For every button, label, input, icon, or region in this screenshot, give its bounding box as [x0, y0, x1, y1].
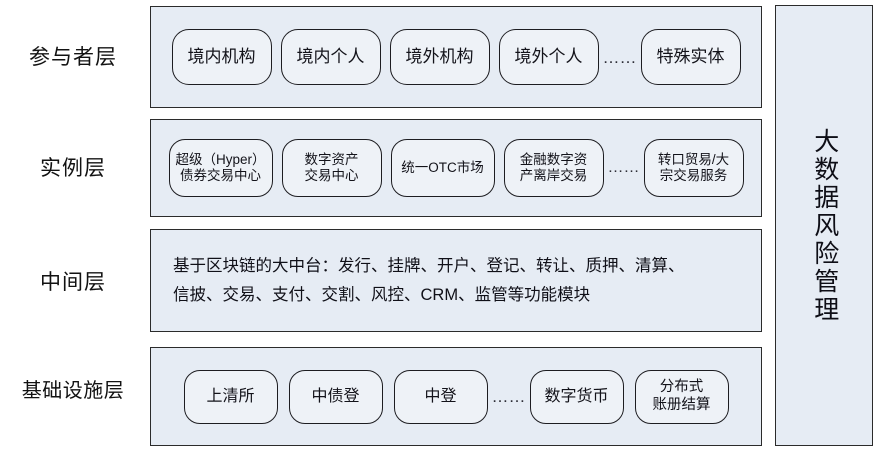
- entity-box-overseas-individual[interactable]: 境外个人: [498, 29, 599, 85]
- entity-box-digital-asset-trading-center[interactable]: 数字资产 交易中心: [281, 139, 382, 197]
- layer-panel-infrastructure: 上清所 中债登 中登 …… 数字货币 分布式 账册结算: [150, 347, 762, 446]
- ellipsis-icon: ……: [491, 387, 526, 406]
- layer-panel-middle: 基于区块链的大中台：发行、挂牌、开户、登记、转让、质押、清算、 信披、交易、支付…: [150, 229, 762, 332]
- layer-label-instance: 实例层: [40, 157, 106, 180]
- entity-box-chinabond-depository[interactable]: 中债登: [288, 369, 383, 424]
- instance-row: 超级（Hyper） 债券交易中心 数字资产 交易中心 统一OTC市场 金融数字资…: [151, 139, 761, 197]
- entity-box-distributed-ledger-settlement[interactable]: 分布式 账册结算: [634, 369, 729, 424]
- layer-label-infrastructure: 基础设施层: [21, 380, 125, 402]
- side-panel-big-data-risk-management: 大数据风险管理: [775, 5, 873, 446]
- entity-box-domestic-institution[interactable]: 境内机构: [171, 29, 272, 85]
- entity-box-overseas-institution[interactable]: 境外机构: [389, 29, 490, 85]
- ellipsis-icon: ……: [607, 159, 640, 176]
- entity-box-unified-otc-market[interactable]: 统一OTC市场: [390, 139, 495, 197]
- ellipsis-icon: ……: [602, 47, 637, 67]
- layer-label-participant: 参与者层: [29, 46, 117, 69]
- middle-layer-description: 基于区块链的大中台：发行、挂牌、开户、登记、转让、质押、清算、 信披、交易、支付…: [173, 256, 685, 304]
- entity-box-digital-currency[interactable]: 数字货币: [529, 369, 624, 424]
- infrastructure-row: 上清所 中债登 中登 …… 数字货币 分布式 账册结算: [151, 369, 761, 424]
- side-panel-label: 大数据风险管理: [810, 127, 839, 324]
- layer-panel-participant: 境内机构 境内个人 境外机构 境外个人 …… 特殊实体: [150, 6, 762, 108]
- entity-box-shanghai-clearing-house[interactable]: 上清所: [183, 369, 278, 424]
- layer-panel-instance: 超级（Hyper） 债券交易中心 数字资产 交易中心 统一OTC市场 金融数字资…: [150, 119, 762, 217]
- entity-box-csdc[interactable]: 中登: [393, 369, 488, 424]
- entity-box-domestic-individual[interactable]: 境内个人: [280, 29, 381, 85]
- layer-label-middle: 中间层: [40, 271, 106, 294]
- entity-box-financial-digital-asset-offshore-trading[interactable]: 金融数字资 产离岸交易: [503, 139, 604, 197]
- entity-box-hyper-bond-trading-center[interactable]: 超级（Hyper） 债券交易中心: [168, 139, 273, 197]
- entity-box-entrepot-trade-bulk-service[interactable]: 转口贸易/大 宗交易服务: [643, 139, 744, 197]
- entity-box-special-entity[interactable]: 特殊实体: [640, 29, 741, 85]
- participant-row: 境内机构 境内个人 境外机构 境外个人 …… 特殊实体: [151, 29, 761, 85]
